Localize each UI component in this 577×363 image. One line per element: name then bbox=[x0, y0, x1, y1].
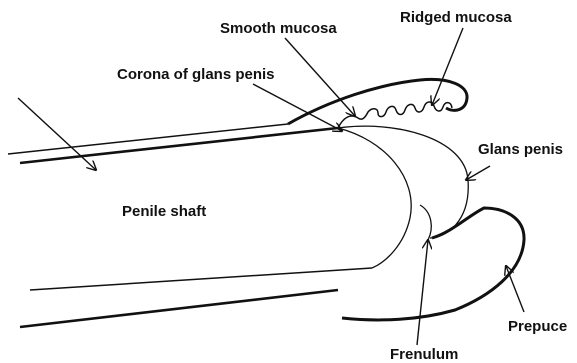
prepuce-lower-loop bbox=[342, 208, 524, 320]
shaft-upper-inner-line bbox=[20, 128, 338, 163]
smooth-mucosa-label: Smooth mucosa bbox=[220, 21, 337, 36]
frenulum-arrow bbox=[417, 240, 428, 345]
ridged-mucosa-label: Ridged mucosa bbox=[400, 10, 512, 25]
glans-outer-curve bbox=[338, 126, 468, 238]
frenulum-arc bbox=[420, 205, 431, 240]
prepuce-arrow bbox=[506, 266, 524, 312]
frenulum-label: Frenulum bbox=[390, 347, 458, 362]
corona-label: Corona of glans penis bbox=[117, 67, 275, 82]
glans-label: Glans penis bbox=[478, 142, 563, 157]
smooth-mucosa-arrow bbox=[285, 38, 355, 116]
corona-arrow bbox=[253, 84, 342, 131]
prepuce-label: Prepuce bbox=[508, 319, 567, 334]
glans-arrow bbox=[466, 166, 490, 180]
glans-inner-curve bbox=[338, 128, 411, 268]
mucosa-fold-line bbox=[338, 102, 452, 128]
shaft-lower-outer-line bbox=[20, 290, 338, 327]
penile-shaft-label: Penile shaft bbox=[122, 204, 206, 219]
shaft-lower-inner-line bbox=[30, 268, 372, 290]
ridged-mucosa-arrow bbox=[432, 28, 463, 105]
